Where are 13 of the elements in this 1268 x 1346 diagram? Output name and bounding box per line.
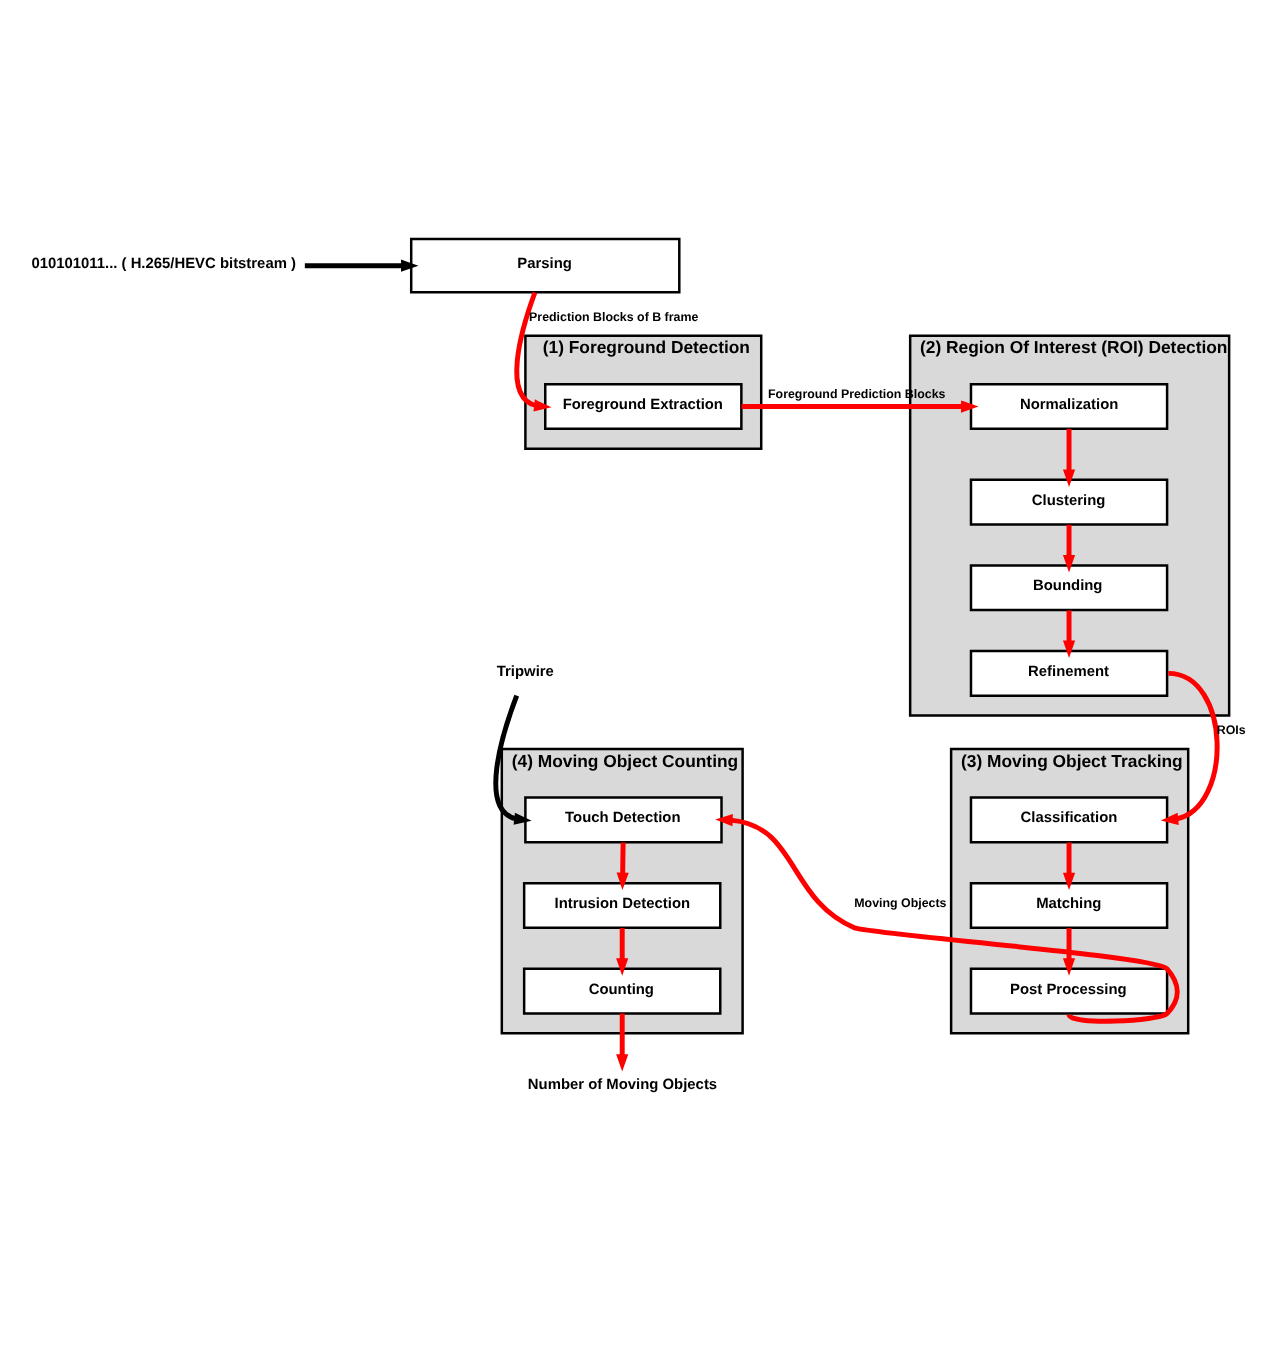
arrow — [616, 1012, 629, 1071]
arrow — [1062, 427, 1076, 486]
arrow — [741, 399, 979, 412]
arrow — [616, 841, 629, 890]
arrow — [1062, 523, 1076, 572]
arrow — [1160, 669, 1220, 824]
arrow — [514, 290, 552, 411]
arrow — [1062, 609, 1076, 657]
arrow — [616, 927, 629, 975]
arrow — [1062, 841, 1076, 890]
arrow — [493, 693, 532, 824]
arrow — [304, 258, 419, 271]
arrow — [1062, 927, 1076, 975]
